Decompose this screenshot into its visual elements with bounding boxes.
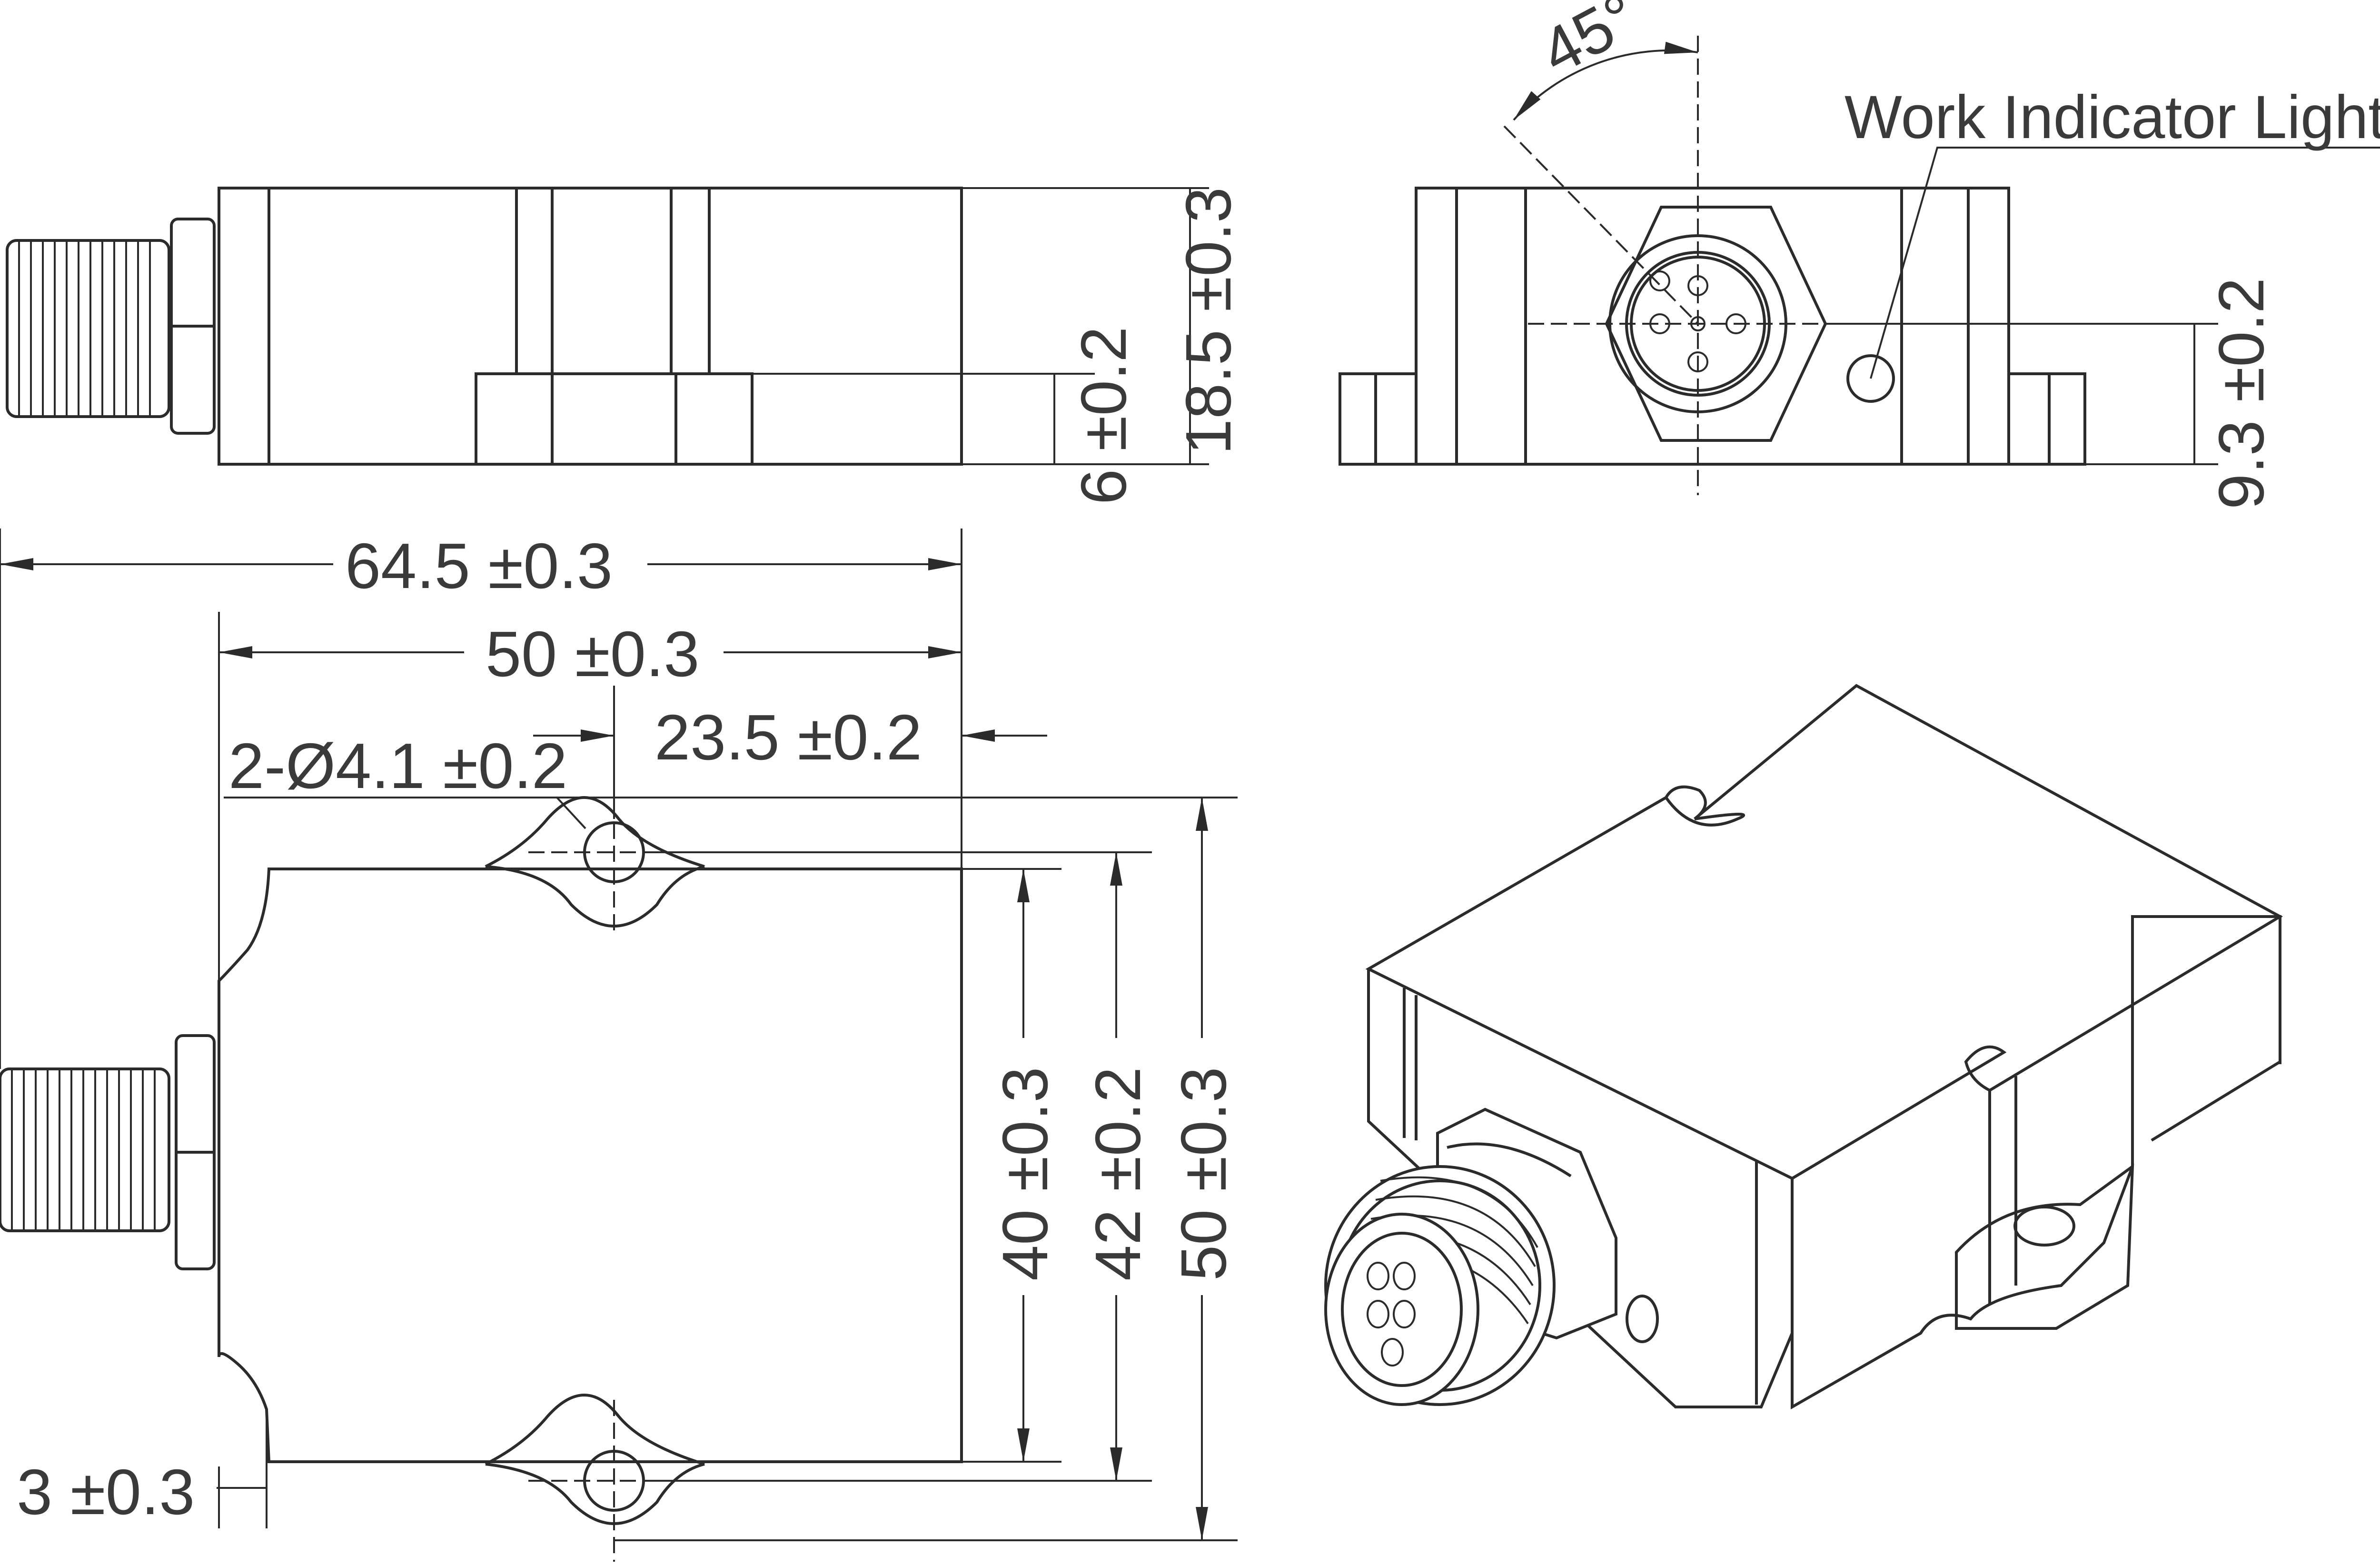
height-total-label: 18.5 ±0.3: [1172, 187, 1244, 455]
work-indicator-label: Work Indicator Light: [1844, 83, 2380, 151]
work-indicator-light: [1846, 354, 1895, 403]
top-view: [0, 529, 1238, 1562]
width-holes-label: 42 ±0.2: [1082, 1067, 1154, 1281]
iso-connector: [1324, 1107, 1617, 1406]
width-overall-label: 50 ±0.3: [1168, 1067, 1240, 1281]
end-view: [1339, 36, 2380, 495]
top-connector: [0, 1034, 216, 1270]
corner-offset-label: 3 ±0.3: [17, 1456, 195, 1528]
hole-spec-label: 2-Ø4.1 ±0.2: [228, 730, 567, 802]
side-view: [6, 187, 1209, 466]
hole-offset-label: 23.5 ±0.2: [654, 701, 922, 773]
length-overall-label: 64.5 ±0.3: [345, 530, 613, 602]
isometric-view: [1324, 684, 2283, 1410]
length-body-label: 50 ±0.3: [486, 618, 699, 690]
side-connector: [6, 218, 216, 435]
height-step-label: 6 ±0.2: [1068, 327, 1140, 505]
angle-label: 45°: [1529, 0, 1649, 89]
width-body-label: 40 ±0.3: [989, 1067, 1061, 1281]
connector-height-label: 9.3 ±0.2: [2205, 278, 2277, 509]
